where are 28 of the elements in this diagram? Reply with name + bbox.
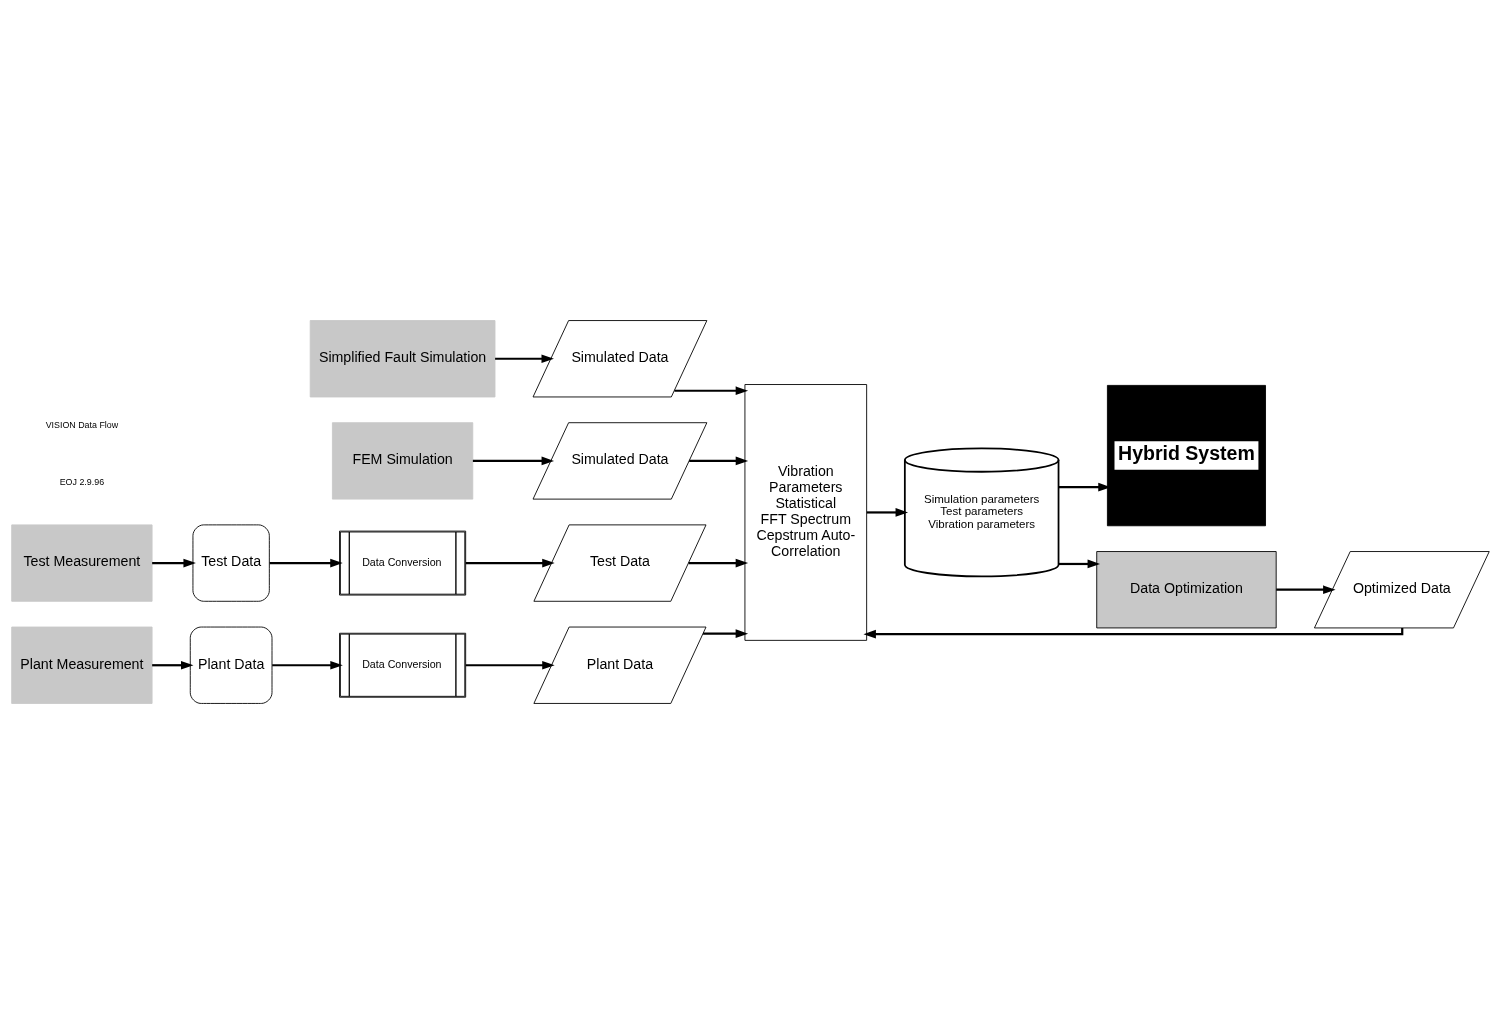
arrow (688, 558, 749, 568)
arrow (465, 558, 555, 568)
arrow (1058, 559, 1101, 569)
label: VISION Data Flow (45, 419, 119, 430)
node-box: Simplified Fault Simulation (309, 320, 496, 398)
arrow (152, 660, 194, 670)
arrow (703, 629, 749, 639)
arrow (866, 508, 909, 517)
node-box: Test Data (192, 524, 270, 602)
node-box: FEM Simulation (331, 422, 474, 500)
node-box: Test Measurement (11, 524, 153, 602)
arrow (272, 660, 343, 670)
arrow (863, 628, 1404, 639)
node-box: Vibration Parameters Statistical FFT Spectrum Cepstrum Auto-Correlation (744, 384, 868, 641)
arrow (269, 558, 343, 568)
node-box: Plant Measurement (11, 626, 153, 704)
arrow (465, 660, 555, 670)
node-box: Hybrid System (1106, 384, 1266, 527)
node-box: Plant Data (189, 626, 273, 704)
label: EOJ 2.9.96 (59, 477, 105, 488)
arrow (1276, 585, 1336, 595)
arrow (495, 354, 554, 364)
arrow (152, 558, 196, 568)
arrow (1058, 482, 1111, 492)
node-box: Data Optimization (1096, 551, 1277, 629)
arrow (472, 456, 555, 466)
arrow (674, 386, 749, 396)
arrow (689, 456, 749, 466)
